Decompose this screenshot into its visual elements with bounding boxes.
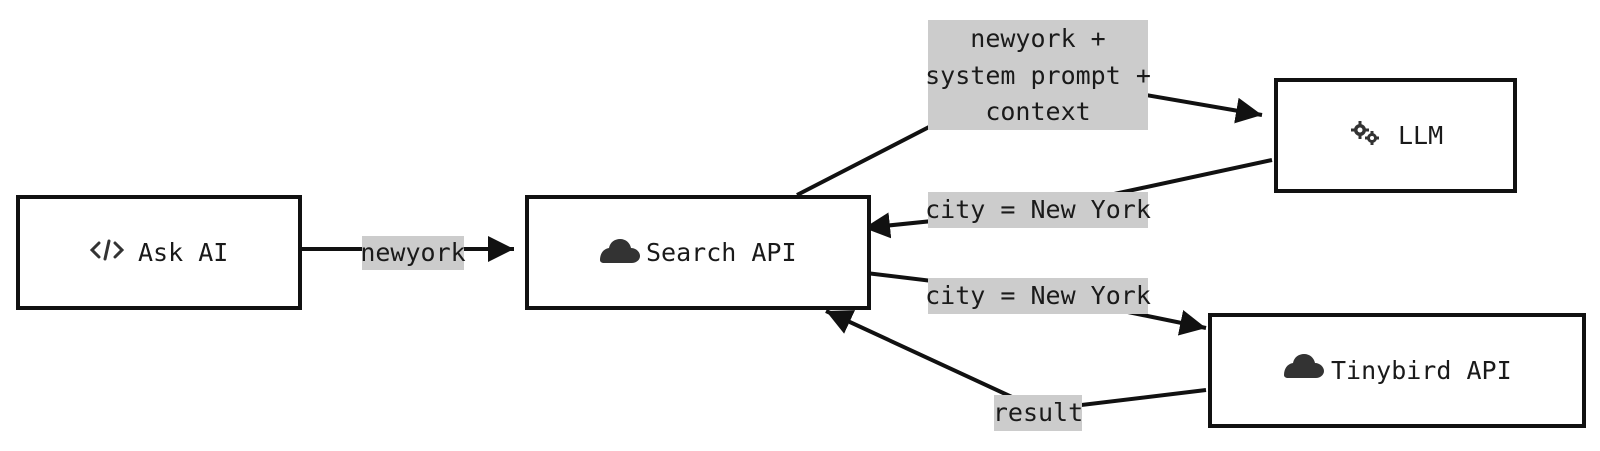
edge-label-city-new-york-lower: city = New York xyxy=(925,278,1151,314)
edge-label-text: newyork xyxy=(360,238,465,267)
edge-label-newyork: newyork xyxy=(360,236,466,270)
node-label: Search API xyxy=(646,238,797,267)
node-label: LLM xyxy=(1398,121,1443,150)
edge-label-line-3: context xyxy=(985,97,1090,126)
node-search-api: Search API xyxy=(525,195,871,310)
edge-label-system-prompt: newyork + system prompt + context xyxy=(925,20,1151,130)
node-tinybird-api: Tinybird API xyxy=(1208,313,1586,428)
edge-label-result: result xyxy=(993,395,1083,431)
edge-label-line-1: newyork + xyxy=(970,24,1105,53)
edge-label-text: result xyxy=(993,398,1083,427)
node-label: Ask AI xyxy=(138,238,228,267)
cloud-icon xyxy=(600,239,640,263)
edge-label-line-2: system prompt + xyxy=(925,61,1151,90)
node-llm: LLM xyxy=(1274,78,1517,193)
node-label: Tinybird API xyxy=(1331,356,1512,385)
edge-label-text: city = New York xyxy=(925,195,1151,224)
cloud-icon xyxy=(1284,354,1324,378)
edge-label-city-new-york-upper: city = New York xyxy=(925,192,1151,228)
node-ask-ai: Ask AI xyxy=(16,195,302,310)
edge-label-text: city = New York xyxy=(925,281,1151,310)
gears-icon xyxy=(1351,121,1379,145)
code-icon xyxy=(89,239,125,261)
